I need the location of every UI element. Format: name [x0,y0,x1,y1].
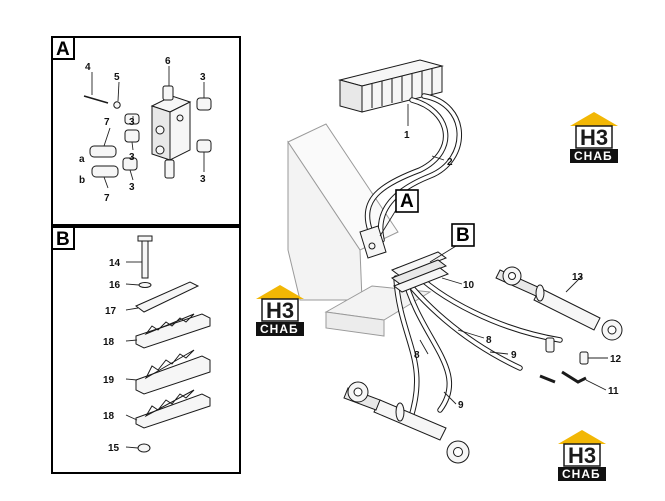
callout-b-19: 19 [103,375,115,386]
clamp-washer [138,282,152,288]
panel-b-label-box [51,226,75,250]
callout-b-18-top: 18 [103,337,115,348]
callout-a-7-top: 7 [104,117,110,128]
panel-a-letter: A [56,39,70,60]
boom-structure [287,123,432,337]
callout-a-4: 4 [85,62,91,73]
lift-cylinder-right [495,266,623,341]
washer [113,101,121,109]
callout-a-3-middle: 3 [129,152,135,163]
callout-10: 10 [463,280,475,291]
main-assembly: 1 2 10 8 8 9 9 13 12 11 A B [287,59,623,464]
callout-a-port-a: a [79,154,85,165]
callout-a-3-top: 3 [200,72,206,83]
callout-a-6: 6 [165,56,171,67]
hose-clamp-middle [135,349,211,395]
detail-panel-b: B 14 16 [51,226,241,474]
detail-panel-a: A [51,36,241,226]
callout-a-7-bottom: 7 [104,193,110,204]
watermark-brand: CHAБ [260,322,299,336]
callout-9-left: 9 [458,400,464,411]
bolt [83,95,109,104]
callout-b-15: 15 [108,443,120,454]
callout-8-left: 8 [414,350,420,361]
control-valve-bank [338,59,444,113]
detail-a-letter: A [400,191,414,212]
callout-a-3-right: 3 [200,174,206,185]
hose-fittings [89,145,119,178]
callout-12: 12 [610,354,622,365]
watermark-logo-top-right: H3 CHAБ [570,112,618,163]
panel-b-letter: B [56,229,70,250]
panel-a-frame [51,36,241,226]
watermark-logo-middle: H3 CHAБ [256,285,304,336]
panel-a-label-box [51,36,75,60]
callout-13: 13 [572,272,584,283]
detail-b-marker [451,223,475,247]
lift-cylinder-left [343,381,470,464]
detail-b-letter: B [456,225,470,246]
watermark-h3: H3 [266,298,294,323]
hose-clamp-upper [135,313,211,349]
callout-b-16: 16 [109,280,121,291]
clamp-bolt [141,237,149,279]
watermark-h3: H3 [580,125,608,150]
callout-a-5: 5 [114,72,120,83]
callout-11: 11 [608,386,619,397]
hydraulic-hoses [364,93,563,423]
valve-block-mounted [359,225,387,259]
callout-9-right: 9 [511,350,517,361]
callout-a-3-lower: 3 [129,182,135,193]
watermark-h3: H3 [568,443,596,468]
callout-b-14: 14 [109,258,121,269]
callout-b-18-bottom: 18 [103,411,115,422]
check-valve-block [150,85,192,179]
panel-b-frame [51,226,241,474]
callout-b-17: 17 [105,306,117,317]
watermark-brand: CHAБ [574,149,613,163]
watermark-logo-bottom-right: H3 CHAБ [558,430,606,481]
callout-a-port-b: b [79,175,85,186]
watermark-brand: CHAБ [562,467,601,481]
hose-clamp-lower [135,389,211,429]
cylinder-fittings [539,337,589,384]
callout-8-right: 8 [486,335,492,346]
callout-2: 2 [447,157,453,168]
weld-nut [137,443,151,453]
detail-a-marker [395,189,419,213]
hose-clamp-assembly [390,251,450,293]
cover-plate [135,281,200,313]
callout-1: 1 [404,130,410,141]
callout-a-3-upper: 3 [129,117,135,128]
